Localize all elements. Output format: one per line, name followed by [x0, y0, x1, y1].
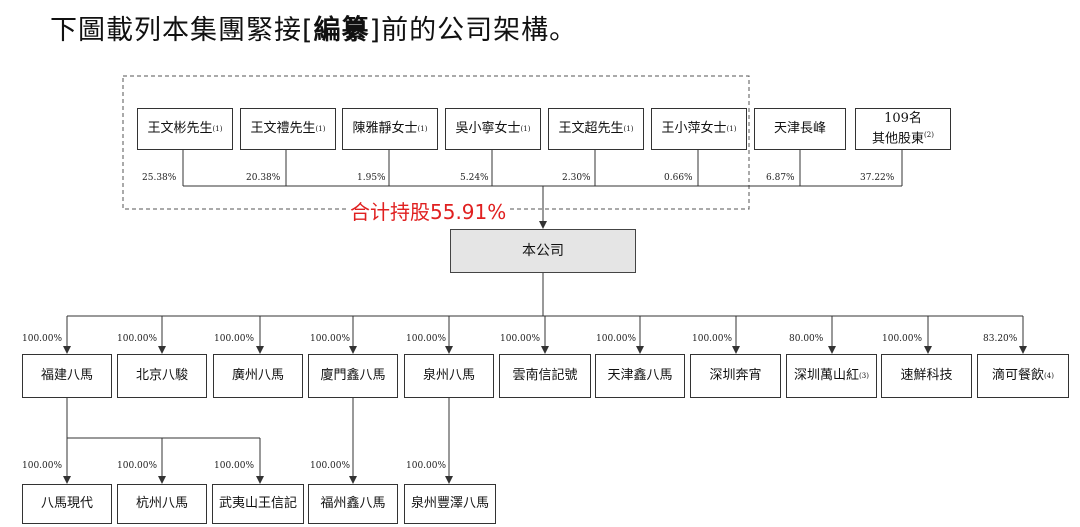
subsidiary-box: 雲南信記號 [499, 354, 591, 398]
shareholder-box: 王文超先生(1) [548, 108, 644, 150]
page-heading: 下圖載列本集團緊接[編纂]前的公司架構。 [50, 15, 578, 46]
subsidiary-pct: 100.00% [500, 334, 541, 344]
subsidiary-box: 廣州八馬 [213, 354, 303, 398]
subsidiary-box: 深圳萬山紅(3) [786, 354, 877, 398]
subsidiary-pct: 100.00% [596, 334, 637, 344]
subsubsidiary-pct: 100.00% [310, 461, 351, 471]
shareholder-box: 王小萍女士(1) [651, 108, 747, 150]
shareholding-pct: 6.87% [766, 173, 795, 183]
subsubsidiary-box: 八馬現代 [22, 484, 112, 524]
shareholding-pct: 0.66% [664, 173, 693, 183]
shareholder-box: 天津長峰 [754, 108, 846, 150]
subsubsidiary-pct: 100.00% [22, 461, 63, 471]
shareholding-pct: 1.95% [357, 173, 386, 183]
subsidiary-pct: 100.00% [882, 334, 923, 344]
shareholding-pct: 25.38% [142, 173, 177, 183]
shareholder-box: 吳小寧女士(1) [445, 108, 541, 150]
subsidiary-box: 泉州八馬 [404, 354, 494, 398]
subsidiary-box: 深圳奔宵 [690, 354, 781, 398]
subsubsidiary-pct: 100.00% [214, 461, 255, 471]
shareholding-pct: 5.24% [460, 173, 489, 183]
subsidiary-pct: 100.00% [692, 334, 733, 344]
subsidiary-box: 速鮮科技 [881, 354, 972, 398]
subsubsidiary-box: 杭州八馬 [117, 484, 207, 524]
subsidiary-box: 福建八馬 [22, 354, 112, 398]
company-box: 本公司 [450, 229, 636, 273]
subsidiary-pct: 100.00% [22, 334, 63, 344]
subsidiary-pct: 100.00% [117, 334, 158, 344]
subsubsidiary-box: 泉州豐澤八馬 [404, 484, 496, 524]
subsidiary-pct: 100.00% [310, 334, 351, 344]
subsidiary-pct: 100.00% [406, 334, 447, 344]
subsidiary-pct: 80.00% [789, 334, 824, 344]
shareholder-box: 王文彬先生(1) [137, 108, 233, 150]
subsubsidiary-box: 武夷山王信記 [212, 484, 304, 524]
heading-bold-term: 編纂 [313, 15, 370, 46]
shareholder-box: 王文禮先生(1) [240, 108, 336, 150]
subsidiary-box: 廈門鑫八馬 [308, 354, 398, 398]
combined-holding-label: 合计持股55.91% [348, 196, 509, 225]
subsubsidiary-box: 福州鑫八馬 [308, 484, 398, 524]
subsidiary-box: 天津鑫八馬 [595, 354, 685, 398]
shareholder-box: 陳雅靜女士(1) [342, 108, 438, 150]
shareholding-pct: 20.38% [246, 173, 281, 183]
shareholding-pct: 37.22% [860, 173, 895, 183]
subsidiary-box: 滴可餐飲(4) [977, 354, 1069, 398]
subsidiary-pct: 100.00% [214, 334, 255, 344]
shareholding-pct: 2.30% [562, 173, 591, 183]
subsubsidiary-pct: 100.00% [117, 461, 158, 471]
subsidiary-box: 北京八駿 [117, 354, 207, 398]
subsubsidiary-pct: 100.00% [406, 461, 447, 471]
shareholder-box: 109名 其他股東(2) [855, 108, 951, 150]
subsidiary-pct: 83.20% [983, 334, 1018, 344]
